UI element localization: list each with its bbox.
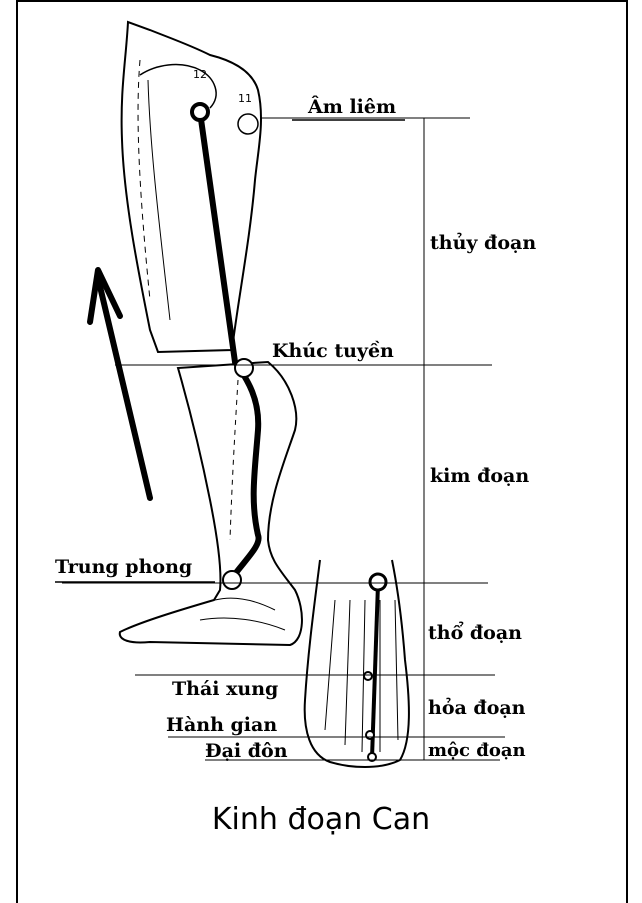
direction-arrow-shaft — [98, 278, 150, 498]
foot-bones — [325, 600, 398, 752]
point-foot-top — [370, 574, 386, 590]
ankle-detail — [200, 598, 285, 630]
label-trung-phong: Trung phong — [55, 556, 192, 578]
label-hanh-gian: Hành gian — [166, 714, 277, 736]
label-thai-xung: Thái xung — [172, 678, 278, 700]
point-am-liem — [192, 104, 208, 120]
point-hanh-gian — [366, 731, 374, 739]
thigh-outline — [122, 22, 261, 352]
meridian-path — [200, 112, 259, 578]
lower-leg-outline — [120, 362, 302, 645]
point-trung-phong — [223, 571, 241, 589]
label-tho-doan: thổ đoạn — [428, 622, 522, 644]
thigh-inner-line — [148, 80, 170, 320]
foot-outline — [305, 560, 409, 767]
label-hoa-doan: hỏa đoạn — [428, 697, 526, 719]
label-thuy-doan: thủy đoạn — [430, 232, 536, 254]
point-thai-xung — [364, 672, 372, 680]
label-khuc-tuyen: Khúc tuyền — [272, 340, 394, 362]
point-number-11: 11 — [238, 92, 252, 105]
shin-line — [230, 380, 238, 540]
label-am-liem: Âm liêm — [308, 96, 396, 118]
label-dai-don: Đại đôn — [205, 740, 288, 762]
label-kim-doan: kim đoạn — [430, 465, 529, 487]
label-moc-doan: mộc đoạn — [428, 740, 526, 761]
point-khuc-tuyen — [235, 359, 253, 377]
point-11 — [238, 114, 258, 134]
diagram-title: Kinh đoạn Can — [0, 802, 642, 837]
point-number-12: 12 — [193, 68, 207, 81]
